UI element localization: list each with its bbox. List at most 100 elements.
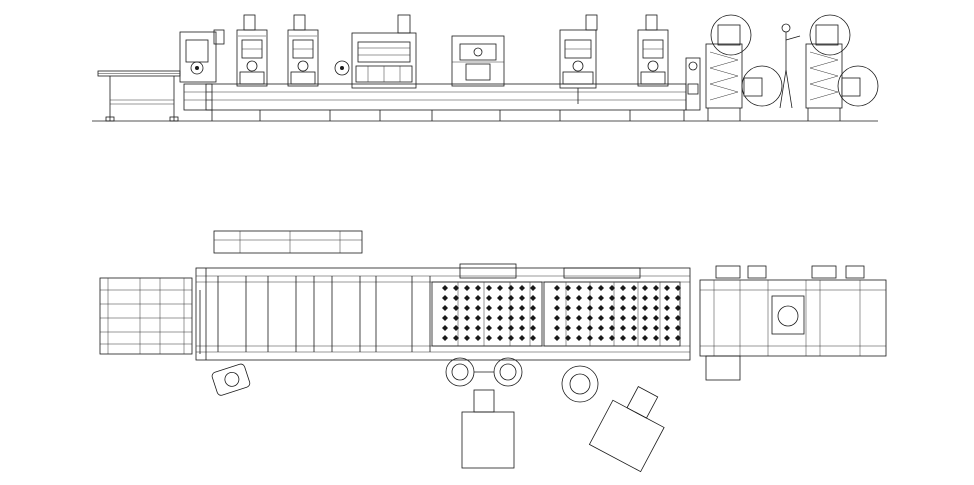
unwind-station-1: [705, 14, 783, 121]
center-press: [334, 14, 417, 89]
diamond-mark: [609, 295, 615, 301]
diamond-mark: [664, 295, 670, 301]
guard-platform: [213, 230, 363, 254]
diamond-mark: [631, 315, 637, 321]
diamond-mark: [664, 315, 670, 321]
roller-2: [493, 357, 523, 387]
diamond-mark: [453, 295, 459, 301]
press-station-3: [559, 14, 598, 104]
diamond-mark: [530, 305, 536, 311]
mould-bed-1: [431, 281, 543, 347]
diamond-mark: [664, 335, 670, 341]
roller-3: [561, 365, 599, 403]
diamond-mark: [442, 325, 448, 331]
diamond-mark: [576, 325, 582, 331]
diamond-mark: [576, 315, 582, 321]
diamond-mark: [530, 285, 536, 291]
diamond-mark: [453, 285, 459, 291]
diamond-mark: [587, 315, 593, 321]
diamond-mark: [497, 305, 503, 311]
diamond-mark: [675, 315, 681, 321]
diamond-mark: [598, 285, 604, 291]
diamond-mark: [475, 335, 481, 341]
diamond-pattern: [442, 285, 681, 341]
diamond-mark: [587, 305, 593, 311]
diamond-mark: [576, 295, 582, 301]
diamond-mark: [675, 295, 681, 301]
unwind-station-2: [805, 14, 879, 121]
diamond-mark: [475, 315, 481, 321]
diamond-mark: [598, 295, 604, 301]
frame-legs: [211, 110, 685, 121]
diamond-mark: [565, 285, 571, 291]
diamond-mark: [598, 305, 604, 311]
diamond-mark: [653, 295, 659, 301]
diamond-mark: [642, 295, 648, 301]
diamond-mark: [519, 325, 525, 331]
diamond-mark: [598, 335, 604, 341]
diamond-mark: [464, 335, 470, 341]
diamond-mark: [519, 335, 525, 341]
diamond-mark: [530, 315, 536, 321]
diamond-mark: [598, 325, 604, 331]
diamond-mark: [519, 315, 525, 321]
plan-station-dividers: [205, 268, 431, 360]
diamond-mark: [565, 305, 571, 311]
diamond-mark: [642, 305, 648, 311]
diamond-mark: [453, 315, 459, 321]
elevation-view: [92, 14, 879, 122]
diamond-mark: [609, 285, 615, 291]
diamond-mark: [486, 315, 492, 321]
diamond-mark: [486, 295, 492, 301]
diamond-mark: [653, 335, 659, 341]
diamond-mark: [554, 285, 560, 291]
diamond-mark: [598, 315, 604, 321]
diamond-mark: [675, 285, 681, 291]
tank-2: [588, 386, 665, 473]
diamond-mark: [664, 325, 670, 331]
diamond-mark: [576, 335, 582, 341]
diamond-mark: [642, 285, 648, 291]
diamond-mark: [620, 285, 626, 291]
housing-2: [563, 267, 641, 279]
diamond-mark: [464, 295, 470, 301]
diamond-mark: [530, 325, 536, 331]
diamond-mark: [442, 295, 448, 301]
diamond-mark: [565, 295, 571, 301]
diamond-mark: [565, 335, 571, 341]
diamond-mark: [609, 305, 615, 311]
diamond-mark: [442, 315, 448, 321]
diamond-mark: [642, 335, 648, 341]
diamond-mark: [475, 295, 481, 301]
diamond-mark: [475, 285, 481, 291]
diamond-mark: [554, 325, 560, 331]
diamond-mark: [587, 325, 593, 331]
diamond-mark: [565, 325, 571, 331]
diamond-mark: [464, 315, 470, 321]
unwind-reel-upper: [710, 14, 752, 56]
diamond-mark: [609, 325, 615, 331]
diamond-mark: [486, 325, 492, 331]
tank-1: [461, 389, 515, 469]
cut-station: [451, 35, 505, 87]
diamond-mark: [442, 335, 448, 341]
diamond-mark: [554, 305, 560, 311]
unwind-reel-lower: [741, 65, 783, 107]
plan-main-frame: [195, 267, 691, 361]
diamond-mark: [620, 305, 626, 311]
diamond-mark: [664, 285, 670, 291]
diamond-mark: [631, 295, 637, 301]
diamond-mark: [620, 315, 626, 321]
diamond-mark: [631, 305, 637, 311]
diamond-mark: [653, 285, 659, 291]
diamond-mark: [497, 285, 503, 291]
diamond-mark: [675, 305, 681, 311]
diamond-mark: [642, 315, 648, 321]
diamond-mark: [464, 325, 470, 331]
plan-unwind-section: [699, 265, 887, 381]
diamond-mark: [653, 305, 659, 311]
diamond-mark: [576, 285, 582, 291]
diamond-mark: [497, 295, 503, 301]
diamond-mark: [530, 335, 536, 341]
